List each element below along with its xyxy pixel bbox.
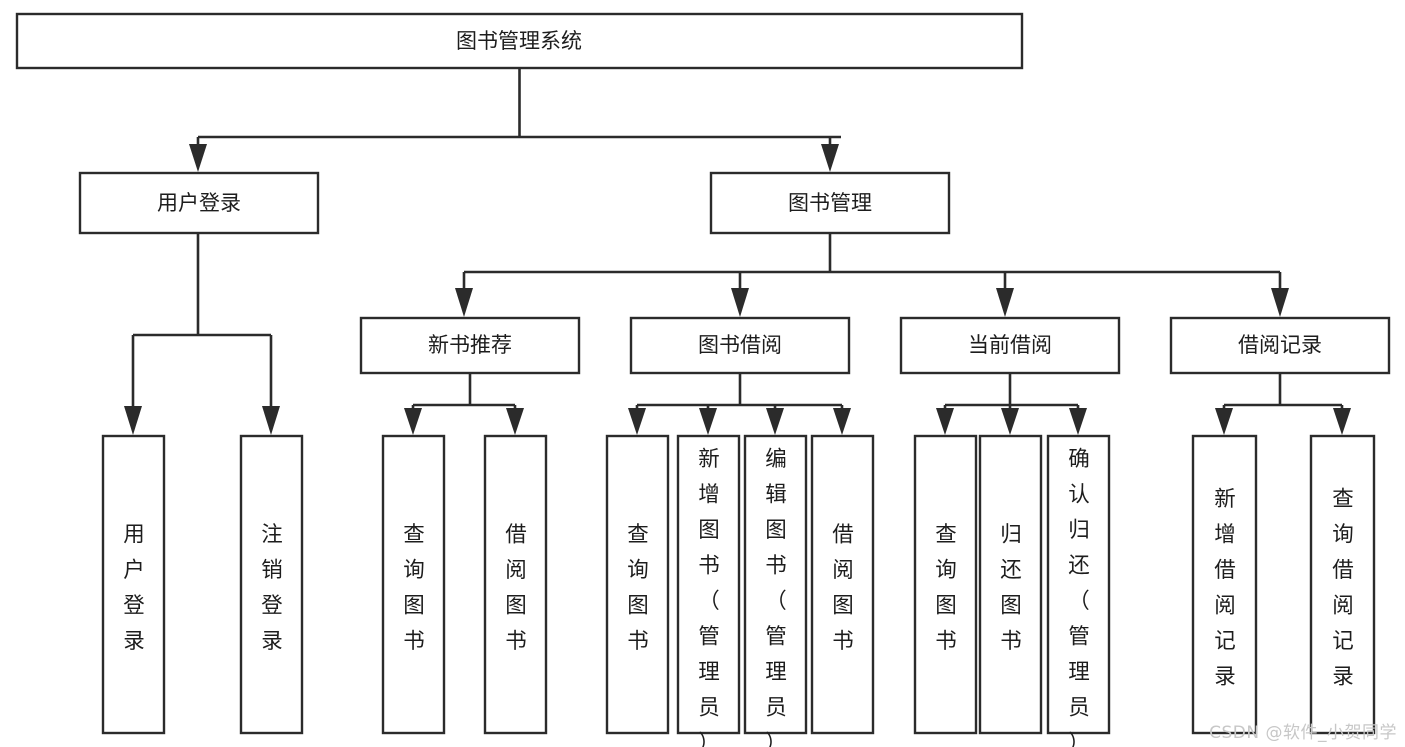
node-current-borrow-label: 当前借阅 — [968, 333, 1052, 357]
node-leaf-query-book-2-label: 查询图书 — [627, 523, 649, 655]
node-leaf-return-book-label: 归还图书 — [1000, 523, 1022, 655]
node-new-book-recommend[interactable]: 新书推荐 — [359, 316, 581, 375]
node-leaf-confirm-return-admin-box[interactable] — [1046, 434, 1111, 735]
arrow-leaf-add-borrow-record — [1215, 408, 1233, 435]
node-leaf-query-book-3[interactable]: 查询图书 — [913, 434, 978, 735]
node-book-manage[interactable]: 图书管理 — [709, 171, 951, 235]
arrow-leaf-return-book — [1001, 408, 1019, 435]
node-root[interactable]: 图书管理系统 — [15, 12, 1024, 70]
node-leaf-query-borrow-record[interactable]: 查询借阅记录 — [1309, 434, 1376, 735]
arrow-leaf-edit-book-admin — [766, 408, 784, 435]
node-leaf-add-book-admin-box[interactable] — [676, 434, 741, 735]
node-current-borrow[interactable]: 当前借阅 — [899, 316, 1121, 375]
arrow-to-book-borrow — [731, 288, 749, 317]
node-leaf-user-login[interactable]: 用户登录 — [101, 434, 166, 735]
node-leaf-add-book-admin-label: 新增图书（管理员） — [698, 447, 720, 747]
node-leaf-borrow-book-1-box[interactable] — [483, 434, 548, 735]
node-leaf-borrow-book-2-label: 借阅图书 — [832, 523, 854, 655]
arrow-leaf-query-book-3 — [936, 408, 954, 435]
node-borrow-record-box[interactable] — [1169, 316, 1391, 375]
node-borrow-record-label: 借阅记录 — [1238, 333, 1322, 357]
node-leaf-query-borrow-record-box[interactable] — [1309, 434, 1376, 735]
node-leaf-query-book-3-box[interactable] — [913, 434, 978, 735]
connector-layer — [124, 68, 1351, 435]
node-leaf-borrow-book-1[interactable]: 借阅图书 — [483, 434, 548, 735]
node-leaf-borrow-book-2[interactable]: 借阅图书 — [810, 434, 875, 735]
node-new-book-recommend-box[interactable] — [359, 316, 581, 375]
node-leaf-edit-book-admin[interactable]: 编辑图书（管理员） — [743, 434, 808, 747]
node-root-box[interactable] — [15, 12, 1024, 70]
arrow-leaf-borrow-book-1 — [506, 408, 524, 435]
node-leaf-user-login-label: 用户登录 — [123, 523, 145, 655]
node-leaf-add-borrow-record-box[interactable] — [1191, 434, 1258, 735]
node-leaf-confirm-return-admin[interactable]: 确认归还（管理员） — [1046, 434, 1111, 747]
node-current-borrow-box[interactable] — [899, 316, 1121, 375]
node-book-borrow-label: 图书借阅 — [698, 333, 782, 357]
node-leaf-edit-book-admin-label: 编辑图书（管理员） — [765, 447, 787, 747]
arrow-to-borrow-record — [1271, 288, 1289, 317]
node-leaf-logout-login-box[interactable] — [239, 434, 304, 735]
arrow-leaf-user-login — [124, 406, 142, 435]
arrow-to-user-login — [189, 144, 207, 172]
node-book-manage-box[interactable] — [709, 171, 951, 235]
arrow-leaf-query-borrow-record — [1333, 408, 1351, 435]
node-leaf-query-borrow-record-label: 查询借阅记录 — [1332, 487, 1354, 690]
node-user-login[interactable]: 用户登录 — [78, 171, 320, 235]
node-leaf-query-book-2-box[interactable] — [605, 434, 670, 735]
node-book-borrow[interactable]: 图书借阅 — [629, 316, 851, 375]
csdn-watermark: CSDN @软件_小贺同学 — [1209, 723, 1397, 743]
node-leaf-add-book-admin[interactable]: 新增图书（管理员） — [676, 434, 741, 747]
node-leaf-query-book-1-box[interactable] — [381, 434, 446, 735]
node-leaf-edit-book-admin-box[interactable] — [743, 434, 808, 735]
node-leaf-add-borrow-record-label: 新增借阅记录 — [1214, 487, 1236, 690]
node-user-login-box[interactable] — [78, 171, 320, 235]
node-leaf-query-book-2[interactable]: 查询图书 — [605, 434, 670, 735]
node-leaf-return-book[interactable]: 归还图书 — [978, 434, 1043, 735]
arrow-leaf-query-book-1 — [404, 408, 422, 435]
node-borrow-record[interactable]: 借阅记录 — [1169, 316, 1391, 375]
node-leaf-logout-login-label: 注销登录 — [261, 523, 283, 655]
node-book-borrow-box[interactable] — [629, 316, 851, 375]
node-root-label: 图书管理系统 — [456, 29, 582, 53]
node-new-book-recommend-label: 新书推荐 — [428, 333, 512, 357]
node-leaf-confirm-return-admin-label: 确认归还（管理员） — [1068, 447, 1090, 747]
arrow-to-book-manage — [821, 144, 839, 172]
node-leaf-query-book-1-label: 查询图书 — [403, 523, 425, 655]
node-leaf-add-borrow-record[interactable]: 新增借阅记录 — [1191, 434, 1258, 735]
node-leaf-user-login-box[interactable] — [101, 434, 166, 735]
arrow-leaf-confirm-return-admin — [1069, 408, 1087, 435]
arrow-to-new-book-recommend — [455, 288, 473, 317]
node-leaf-query-book-1[interactable]: 查询图书 — [381, 434, 446, 735]
arrow-leaf-logout-login — [262, 406, 280, 435]
node-leaf-query-book-3-label: 查询图书 — [935, 523, 957, 655]
arrow-leaf-query-book-2 — [628, 408, 646, 435]
arrow-leaf-add-book-admin — [699, 408, 717, 435]
arrow-to-current-borrow — [996, 288, 1014, 317]
node-leaf-return-book-box[interactable] — [978, 434, 1043, 735]
node-leaf-borrow-book-1-label: 借阅图书 — [505, 523, 527, 655]
arrow-leaf-borrow-book-2 — [833, 408, 851, 435]
node-leaf-logout-login[interactable]: 注销登录 — [239, 434, 304, 735]
node-user-login-label: 用户登录 — [157, 191, 241, 215]
node-book-manage-label: 图书管理 — [788, 191, 872, 215]
node-leaf-borrow-book-2-box[interactable] — [810, 434, 875, 735]
